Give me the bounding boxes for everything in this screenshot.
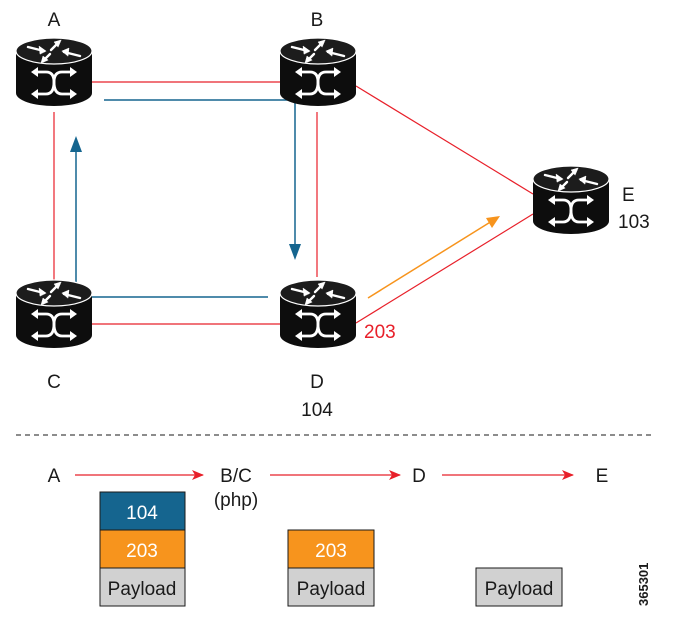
lsp-blue-segment-a-b-d: [104, 99, 296, 248]
hop-e: E: [596, 466, 609, 487]
payload-cell: [287, 567, 375, 607]
lsp-blue-arrowhead-down: [289, 244, 301, 260]
router-e-label: E: [622, 185, 635, 206]
router-b-label: B: [311, 10, 324, 31]
router-d-label: D: [310, 372, 324, 393]
router-icon: [531, 164, 611, 236]
hop-sequence: A B/C (php) D E: [48, 466, 609, 511]
label-cell-203: [287, 529, 375, 569]
lsp-orange-path: [367, 216, 500, 299]
payload-cell: [99, 567, 186, 607]
lsp-blue-path: [70, 99, 301, 298]
router-icon: [278, 278, 358, 350]
router-icon: [14, 278, 94, 350]
php-note: (php): [214, 490, 258, 511]
router-d[interactable]: D 104: [278, 278, 358, 421]
payload-cell: [475, 567, 563, 607]
hop-a: A: [48, 466, 61, 487]
label-stack-3: Payload: [475, 567, 563, 607]
label-stack-1: 104 203 Payload: [99, 491, 186, 607]
lsp-blue-segment-d-c-a: [75, 148, 268, 298]
router-e-incoming-label: 103: [618, 212, 650, 233]
label-cell-text: 104: [126, 503, 158, 524]
label-cell-text: 203: [315, 541, 347, 562]
link-d-e: [355, 213, 534, 324]
figure-id: 365301: [636, 563, 651, 606]
physical-links: [53, 81, 534, 325]
router-icon: [14, 36, 94, 108]
lsp-blue-arrowhead-up: [70, 136, 82, 152]
hop-bc: B/C: [220, 466, 252, 487]
router-b[interactable]: B: [278, 10, 358, 108]
router-c[interactable]: C: [14, 278, 94, 393]
label-stack-2: 203 Payload: [287, 529, 375, 607]
lsp-orange-arrowhead: [486, 216, 500, 228]
d-outgoing-label: 203: [364, 322, 396, 343]
router-c-label: C: [47, 372, 61, 393]
router-a[interactable]: A: [14, 10, 94, 108]
hop-d: D: [412, 466, 426, 487]
router-e[interactable]: E 103: [531, 164, 650, 236]
router-icon: [278, 36, 358, 108]
payload-text: Payload: [108, 579, 177, 600]
label-cell-text: 203: [126, 541, 158, 562]
payload-text: Payload: [485, 579, 554, 600]
link-b-e: [355, 85, 534, 195]
router-a-label: A: [48, 10, 61, 31]
router-d-incoming-label: 104: [301, 400, 333, 421]
payload-text: Payload: [297, 579, 366, 600]
